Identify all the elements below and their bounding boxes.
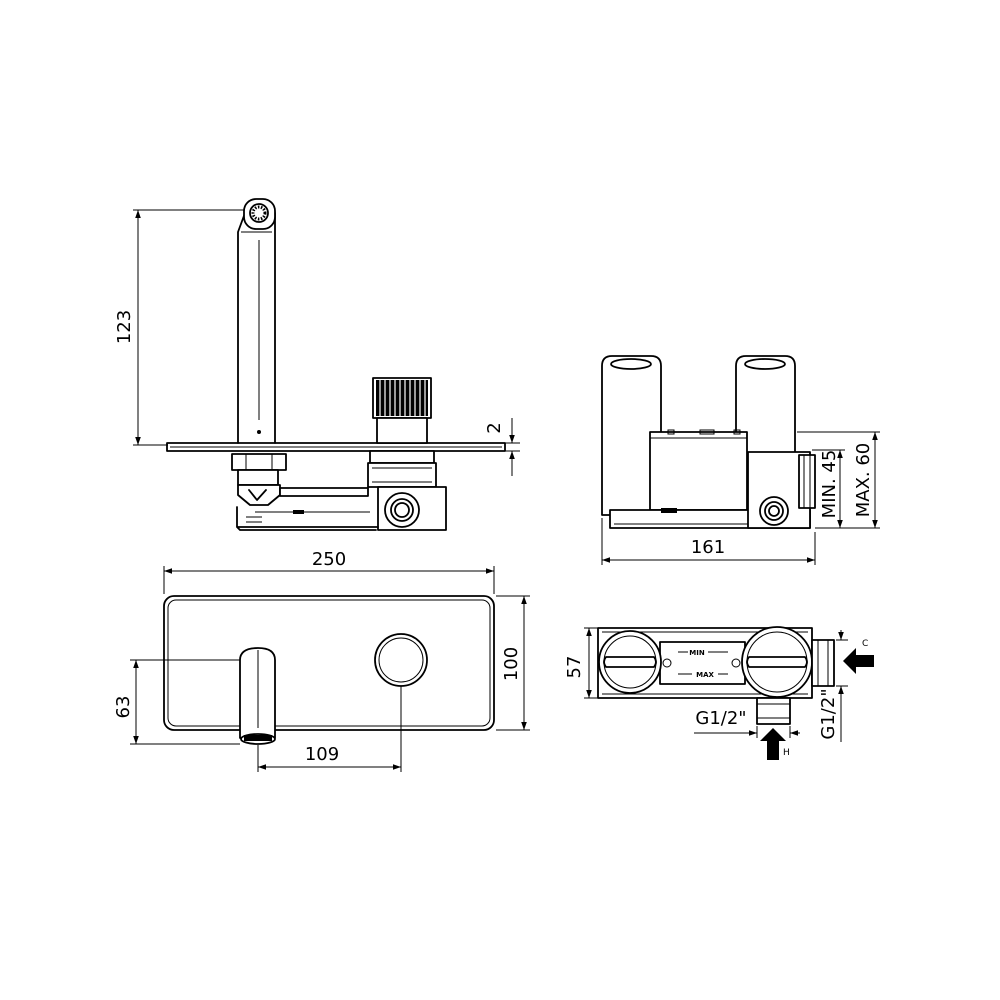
aerator-mesh — [251, 205, 267, 221]
dim-plate-thickness: 2 — [484, 418, 520, 476]
hot-label: H — [783, 748, 790, 758]
cold-arrow-icon — [843, 648, 874, 674]
base-bar — [236, 506, 379, 531]
elbow-v — [248, 489, 267, 501]
dim-250-label: 250 — [312, 549, 346, 570]
dim-body-depth: 57 — [564, 627, 600, 699]
top-left-port — [598, 630, 662, 694]
front-handle — [374, 633, 428, 687]
connector-tube — [279, 487, 369, 497]
min-label: MIN — [689, 649, 705, 657]
side-nut — [798, 454, 816, 509]
bottom-inlet — [756, 697, 791, 725]
dim-123-label: 123 — [114, 310, 135, 344]
valve-body-top — [367, 462, 437, 488]
inlet-outer — [384, 492, 420, 528]
dim-2-label: 2 — [484, 422, 505, 433]
central-box — [649, 431, 748, 511]
left-cylinder-cap — [610, 358, 652, 370]
dim-161-label: 161 — [691, 537, 725, 558]
spout-connector — [237, 469, 279, 486]
spout-mark — [257, 430, 261, 434]
front-spout-mouth — [244, 735, 272, 741]
dim-plate-width: 250 — [163, 549, 495, 594]
handle-knurl-lines — [376, 380, 428, 416]
top-left-slot — [603, 656, 657, 668]
dim-g12-bottom-label: G1/2" — [695, 708, 746, 729]
side-inlet — [811, 639, 835, 687]
rear-inlet-inner — [764, 501, 784, 521]
box-tab — [699, 429, 715, 435]
top-right-port — [741, 626, 813, 698]
dim-spout-height: 123 — [114, 209, 244, 446]
spout-pipe — [237, 207, 276, 444]
screw-left — [662, 658, 672, 668]
left-cylinder — [601, 355, 662, 516]
base-slot-rear — [661, 508, 677, 513]
screw-right — [731, 658, 741, 668]
front-handle-inner — [378, 637, 424, 683]
inlet-inner — [390, 498, 414, 522]
hot-arrow-icon — [760, 728, 786, 760]
cartridge-nut — [369, 450, 435, 464]
side-view: 123 2 — [114, 198, 520, 531]
dim-connection-bottom: G1/2" — [694, 708, 800, 738]
front-plate-inner — [167, 599, 491, 727]
dim-body-width: 161 — [601, 518, 816, 565]
dim-plate-height: 100 — [496, 595, 530, 731]
rear-inlet-core — [768, 505, 780, 517]
top-right-slot — [746, 656, 808, 668]
handle-base — [376, 417, 428, 444]
cold-label: C — [862, 639, 868, 649]
front-view: 250 100 63 109 — [113, 549, 530, 772]
dim-63-label: 63 — [113, 696, 134, 719]
top-view: MIN MAX C H — [564, 626, 874, 760]
inlet-core — [394, 502, 410, 518]
dim-57-label: 57 — [564, 656, 585, 679]
dim-100-label: 100 — [501, 647, 522, 681]
max-label: MAX — [696, 671, 714, 679]
base-slot — [293, 510, 304, 514]
dim-spout-handle: 109 — [257, 686, 402, 772]
dim-109-label: 109 — [305, 744, 339, 765]
dim-spout-axis: 63 — [113, 659, 240, 745]
dim-max-60-label: MAX. 60 — [853, 443, 874, 518]
dim-min-45-label: MIN. 45 — [819, 450, 840, 519]
box-view: 161 MIN. 45 MAX. 60 — [601, 355, 880, 565]
front-plate — [163, 595, 495, 731]
spout-elbow — [237, 484, 281, 506]
dim-connection-side: G1/2" — [818, 630, 848, 742]
dim-min-max: MIN. 45 MAX. 60 — [797, 431, 880, 529]
aerator-ring — [249, 203, 269, 223]
dim-g12-side-label: G1/2" — [818, 688, 839, 739]
spout-nut — [231, 453, 287, 471]
right-cylinder-cap — [744, 358, 786, 370]
